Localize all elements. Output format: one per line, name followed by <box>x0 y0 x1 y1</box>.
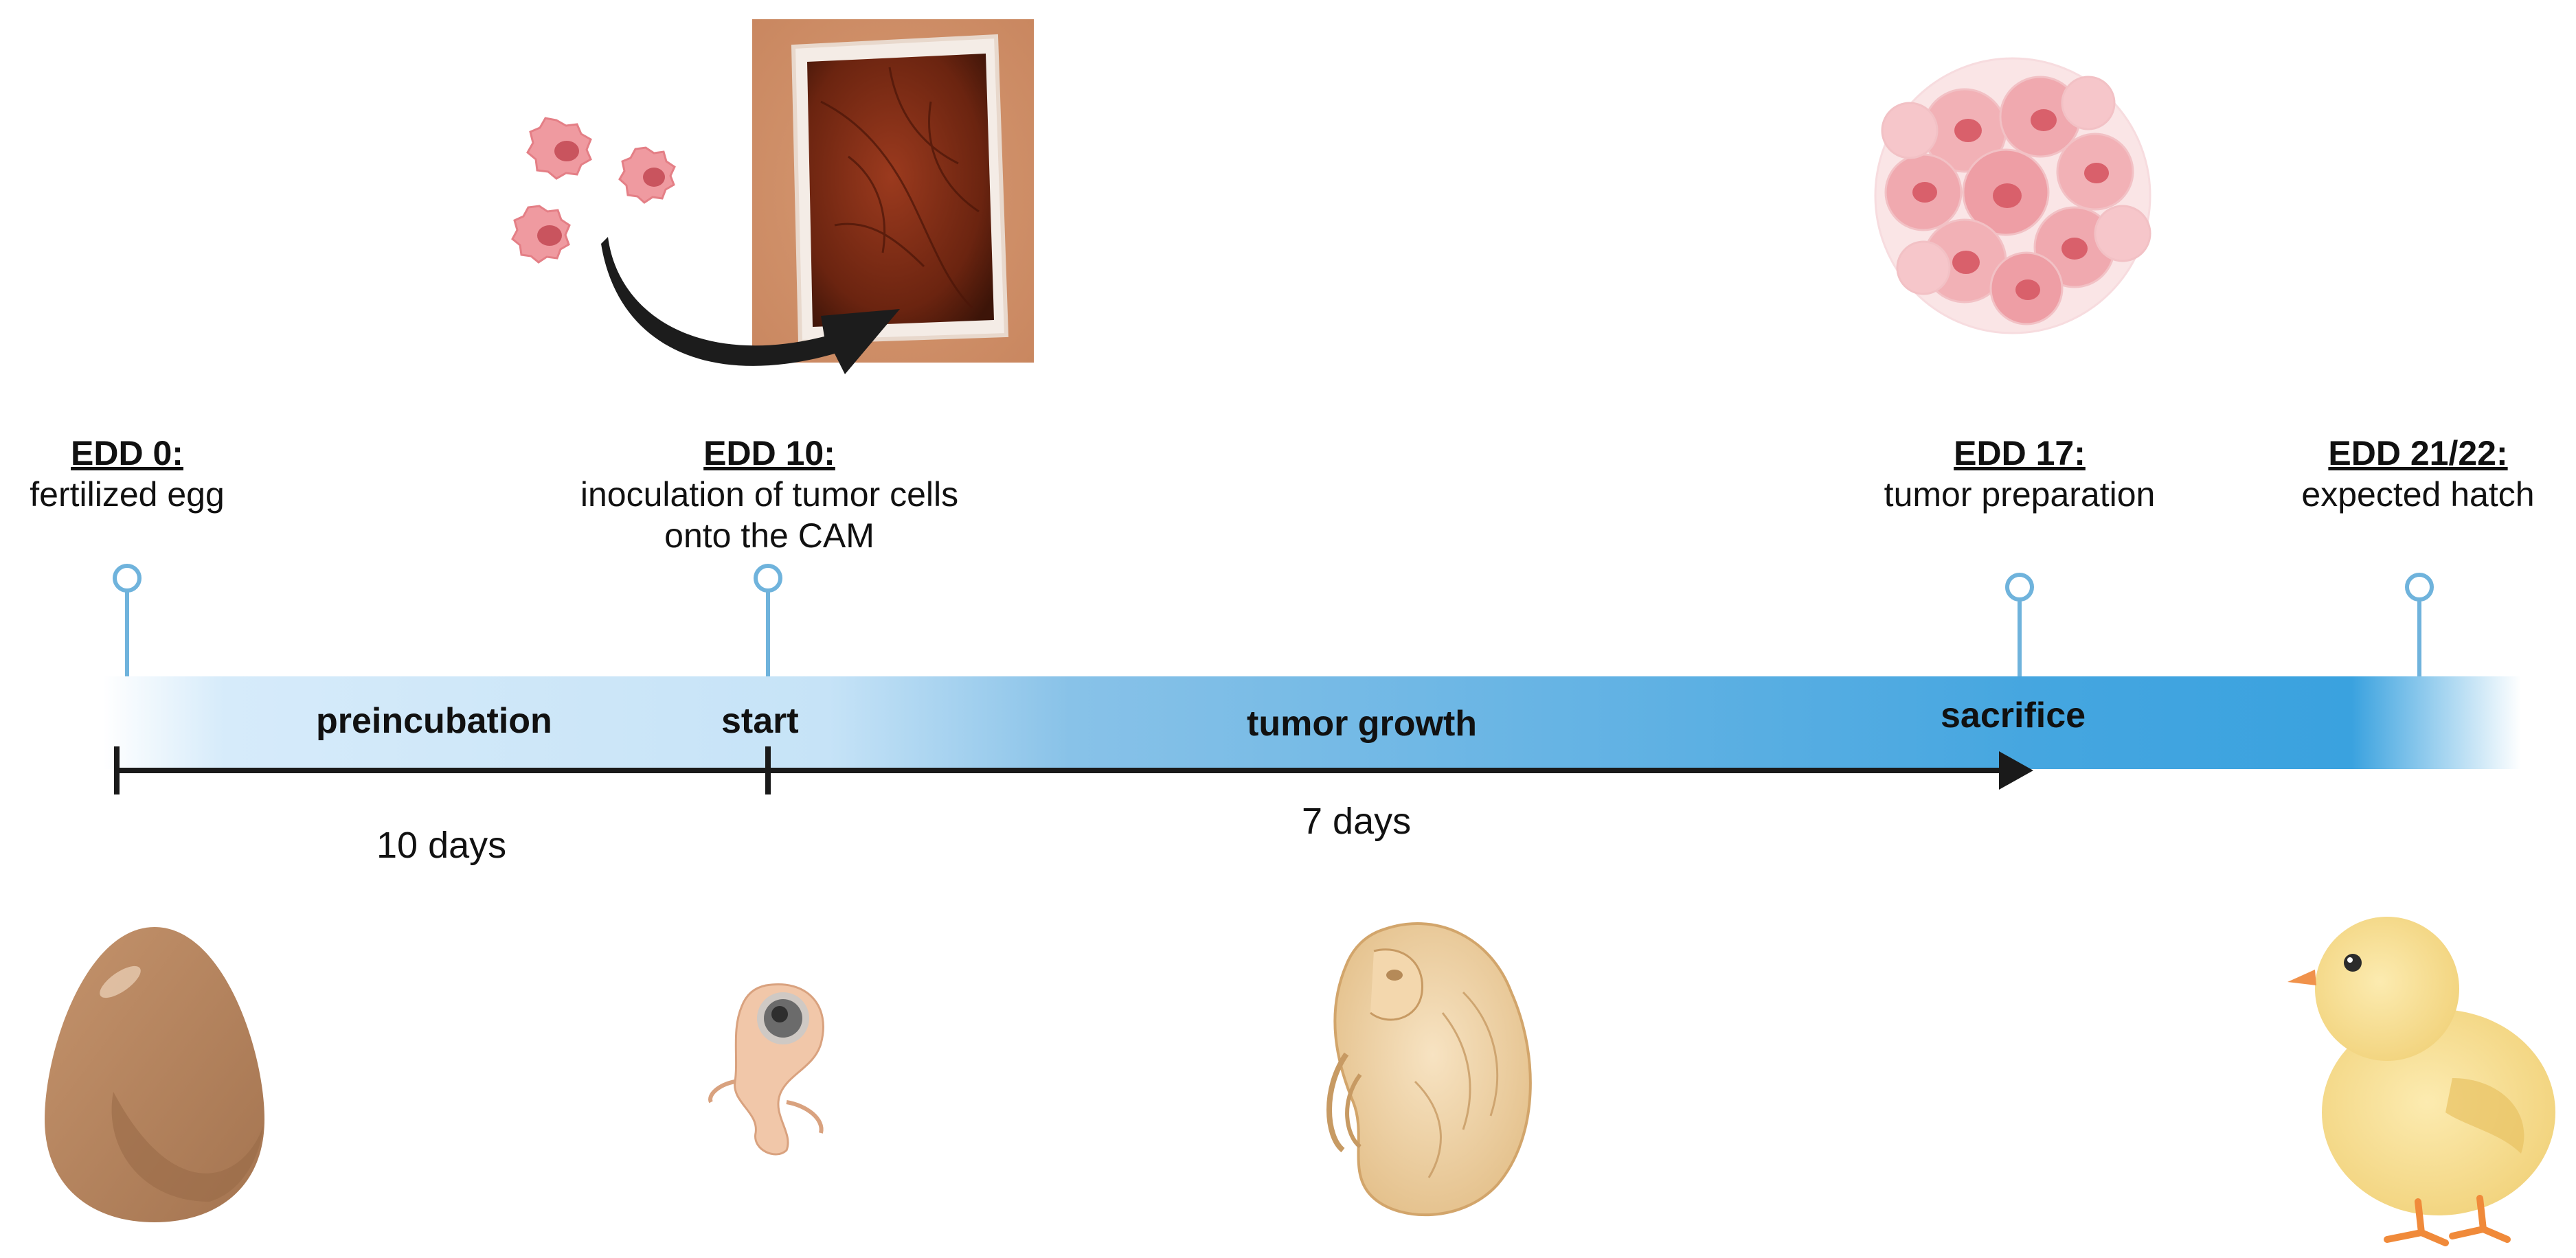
pin-edd0 <box>113 564 142 593</box>
milestone-desc-line2: onto the CAM <box>664 516 874 555</box>
duration-10-days: 10 days <box>376 825 507 866</box>
early-embryo-icon <box>708 983 824 1156</box>
milestone-heading: EDD 10: <box>703 434 835 472</box>
milestone-heading: EDD 17: <box>1954 434 2086 472</box>
milestone-desc: inoculation of tumor cells <box>580 475 959 514</box>
milestone-edd17: EDD 17: tumor preparation <box>1827 433 2212 515</box>
milestone-edd21: EDD 21/22: expected hatch <box>2260 433 2576 515</box>
band-label-start: start <box>721 701 799 741</box>
beak <box>2287 970 2316 985</box>
late-embryo-icon <box>1326 922 1532 1217</box>
duration-7-days: 7 days <box>1302 801 1412 842</box>
curved-arrow-icon <box>601 237 900 374</box>
milestone-edd10: EDD 10: inoculation of tumor cells onto … <box>522 433 1017 556</box>
pin-edd17 <box>2005 573 2034 602</box>
band-label-tumor-growth: tumor growth <box>1247 704 1478 744</box>
band-label-sacrifice: sacrifice <box>1941 696 2086 735</box>
band-label-preincubation: preincubation <box>316 701 552 741</box>
milestone-desc: tumor preparation <box>1884 475 2156 514</box>
chick-icon <box>2287 917 2555 1246</box>
milestone-edd0: EDD 0: fertilized egg <box>0 433 254 515</box>
tumor-cells-icon <box>511 117 676 264</box>
milestone-heading: EDD 21/22: <box>2328 434 2508 472</box>
pin-edd10 <box>754 564 782 593</box>
pin-edd21 <box>2405 573 2434 602</box>
milestone-heading: EDD 0: <box>71 434 183 472</box>
tumor-mass-icon <box>1874 57 2151 334</box>
arrow-head-icon <box>1999 751 2033 790</box>
milestone-desc: expected hatch <box>2301 475 2535 514</box>
egg-icon <box>45 927 264 1222</box>
cam-photo <box>752 19 1034 363</box>
milestone-desc: fertilized egg <box>30 475 225 514</box>
